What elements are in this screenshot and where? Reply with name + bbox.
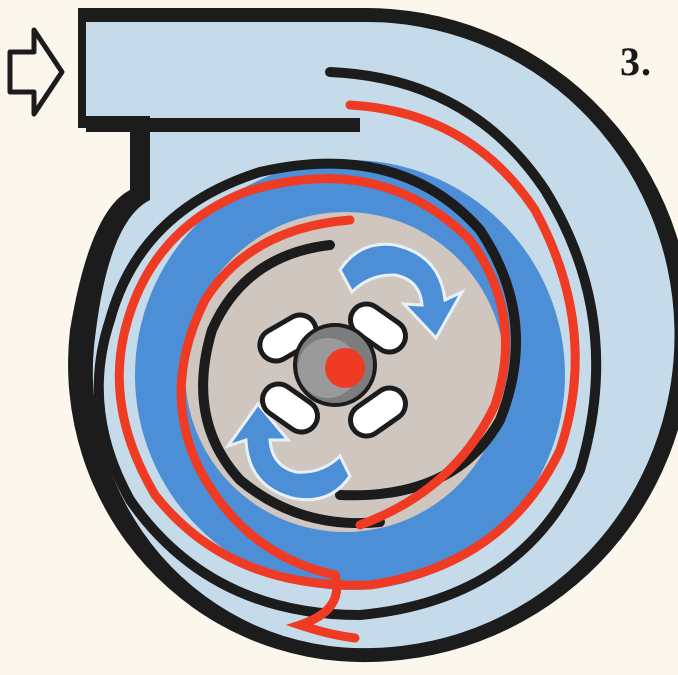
step-number-label: 3.: [620, 38, 652, 85]
inlet-arrow-icon: [10, 30, 62, 114]
hub-core: [325, 348, 365, 388]
